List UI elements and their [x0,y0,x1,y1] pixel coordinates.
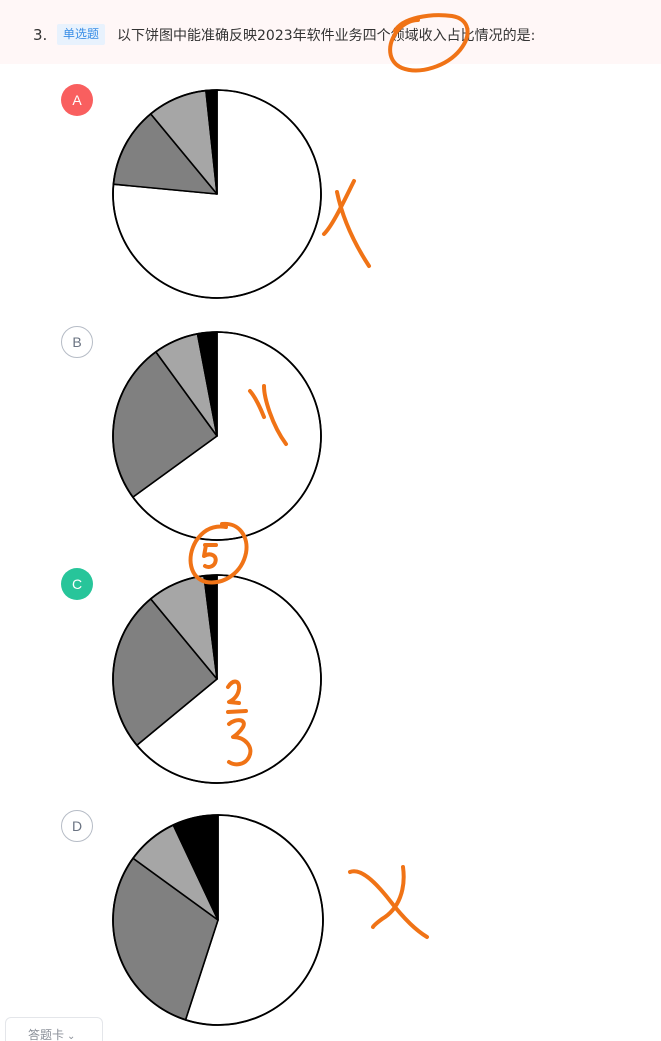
cross-mark-option-d [348,869,429,939]
pie-d-outline [112,814,324,1026]
question-type-badge: 单选题 [57,24,106,45]
question-header: 3. 单选题 以下饼图中能准确反映2023年软件业务四个领域收入占比情况的是: [0,0,661,64]
option-d-badge[interactable]: D [61,810,93,842]
question-number: 3. [33,26,48,44]
cross-mark-option-a [322,179,356,236]
pie-a-outline [112,89,322,299]
cross-mark-option-a-stroke2 [335,190,371,268]
chevron-down-icon: ⌄ [67,1031,76,1041]
option-a-pie-chart[interactable] [111,88,323,300]
cross-mark-option-d-stroke2 [371,865,406,929]
option-b-pie-chart[interactable] [111,330,323,542]
option-c-badge[interactable]: C [61,568,93,600]
option-c-pie-chart[interactable] [111,573,323,785]
answer-card-button[interactable]: 答题卡⌄ [5,1017,103,1041]
option-b-badge[interactable]: B [61,326,93,358]
option-d-pie-chart[interactable] [111,813,325,1027]
answer-card-label: 答题卡 [28,1028,65,1041]
option-a-badge[interactable]: A [61,84,93,116]
question-text: 以下饼图中能准确反映2023年软件业务四个领域收入占比情况的是: [117,28,536,44]
digit-5-mark [202,543,218,569]
